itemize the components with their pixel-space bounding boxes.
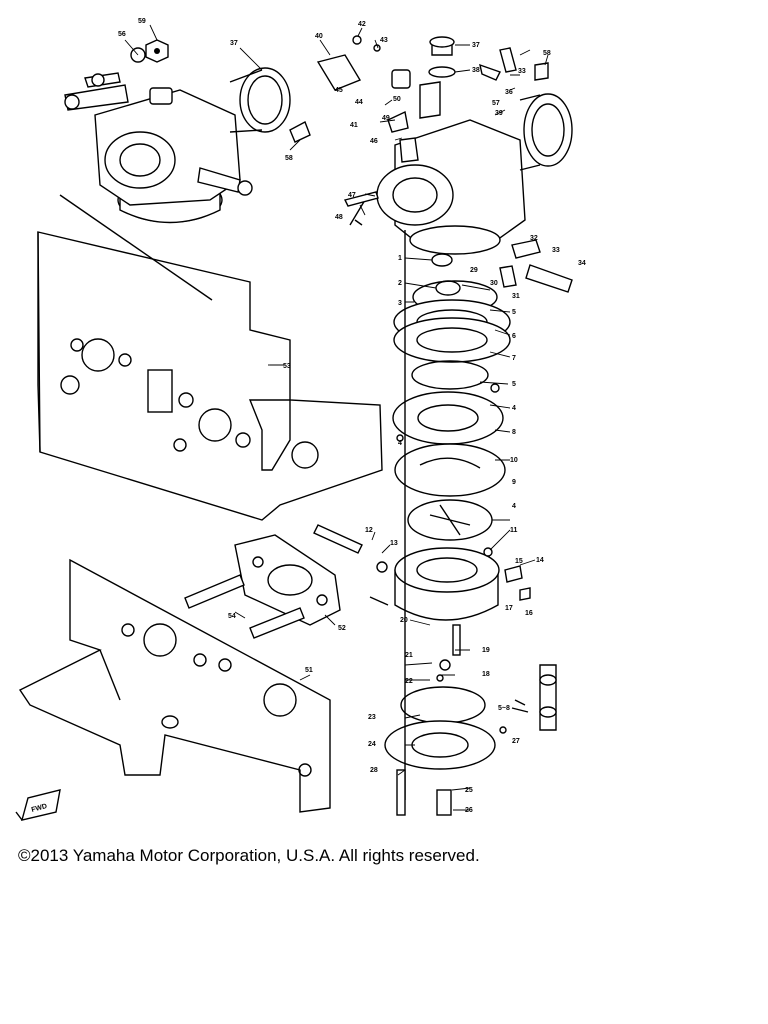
callout-26: 26 (465, 807, 473, 814)
callout-28: 28 (370, 767, 378, 774)
plate-53 (37, 194, 383, 521)
callout-3: 3 (398, 300, 402, 307)
callout-30: 30 (490, 280, 498, 287)
callout-42: 42 (358, 21, 366, 28)
callout-19: 19 (482, 647, 490, 654)
callout-9: 9 (512, 479, 516, 486)
callout-56: 56 (118, 31, 126, 38)
callout-8: 8 (512, 429, 516, 436)
callout-58-b: 58 (543, 50, 551, 57)
callout-15: 15 (515, 558, 523, 565)
copyright-notice: ©2013 Yamaha Motor Corporation, U.S.A. A… (18, 846, 480, 865)
callout-17: 17 (505, 605, 513, 612)
callout-11: 11 (510, 527, 518, 534)
right-carburetor-assembly (316, 35, 573, 293)
callout-51: 51 (305, 667, 313, 674)
fwd-label: FWD (31, 803, 48, 814)
callout-6: 6 (512, 333, 516, 340)
callout-50: 50 (393, 96, 401, 103)
callout-39: 39 (495, 110, 503, 117)
callout-47: 47 (348, 192, 356, 199)
callout-4-b: 4 (398, 440, 402, 447)
callout-4-c: 4 (512, 503, 516, 510)
callout-13: 13 (390, 540, 398, 547)
callout-45: 45 (335, 87, 343, 94)
callout-22: 22 (405, 678, 413, 685)
callout-54: 54 (228, 613, 236, 620)
callout-33-b: 33 (518, 68, 526, 75)
callout-5to8: 5~8 (498, 705, 510, 712)
callout-38: 38 (472, 67, 480, 74)
callout-59: 59 (138, 18, 146, 25)
callout-25: 25 (465, 787, 473, 794)
callout-37-a: 37 (472, 42, 480, 49)
callout-34: 34 (578, 260, 586, 267)
callout-1: 1 (398, 255, 402, 262)
callout-44: 44 (355, 99, 363, 106)
callout-46: 46 (370, 138, 378, 145)
callout-48: 48 (335, 214, 343, 221)
callout-40: 40 (315, 33, 323, 40)
callout-58-a: 58 (285, 155, 293, 162)
callout-labels: 1 2 3 5 6 7 5 4 4 8 10 9 4 11 12 13 14 1… (31, 18, 586, 814)
callout-43: 43 (380, 37, 388, 44)
callout-41: 41 (350, 122, 358, 129)
exploded-parts-diagram: 1 2 3 5 6 7 5 4 4 8 10 9 4 11 12 13 14 1… (15, 18, 586, 821)
callout-10: 10 (510, 457, 518, 464)
callout-31: 31 (512, 293, 520, 300)
left-carburetor-assembly (64, 39, 311, 224)
callout-18: 18 (482, 671, 490, 678)
callout-4-a: 4 (512, 405, 516, 412)
callout-27: 27 (512, 738, 520, 745)
spacer-52 (234, 534, 341, 626)
callout-5-b: 5 (512, 381, 516, 388)
callout-5-a: 5 (512, 309, 516, 316)
callout-57: 57 (492, 100, 500, 107)
callout-23: 23 (368, 714, 376, 721)
callout-36: 36 (505, 89, 513, 96)
callout-24: 24 (368, 741, 376, 748)
leader-lines (124, 24, 549, 811)
callout-16: 16 (525, 610, 533, 617)
bracket-51 (18, 558, 331, 813)
callout-7: 7 (512, 355, 516, 362)
callout-53: 53 (283, 363, 291, 370)
callout-20: 20 (400, 617, 408, 624)
callout-14: 14 (536, 557, 544, 564)
callout-37-b: 37 (230, 40, 238, 47)
callout-2: 2 (398, 280, 402, 287)
callout-32: 32 (530, 235, 538, 242)
studs-54 (184, 574, 305, 639)
fwd-arrow (15, 789, 61, 821)
callout-49: 49 (382, 115, 390, 122)
callout-33-a: 33 (552, 247, 560, 254)
callout-29: 29 (470, 267, 478, 274)
fuel-pump-stack (313, 230, 557, 816)
callout-21: 21 (405, 652, 413, 659)
callout-12: 12 (365, 527, 373, 534)
callout-52: 52 (338, 625, 346, 632)
